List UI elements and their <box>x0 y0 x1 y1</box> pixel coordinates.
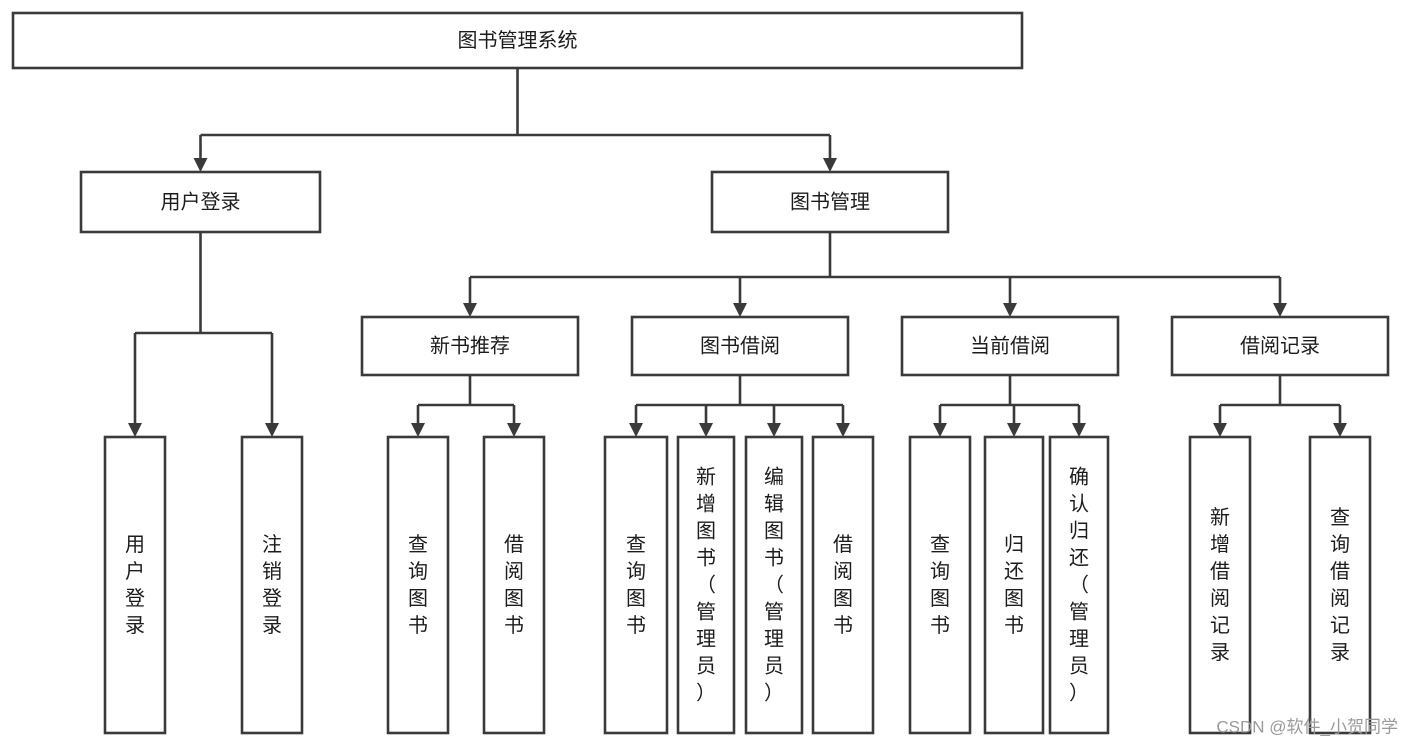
arrow-head <box>836 423 850 437</box>
node-label-book-borrow: 图书借阅 <box>700 334 780 357</box>
node-label-current-return-book: 归还图书 <box>1004 533 1024 637</box>
node-label-user-login: 用户登录 <box>161 190 241 213</box>
node-borrow-borrow-book[interactable]: 借阅图书 <box>811 435 875 735</box>
node-box-record-add <box>1188 435 1252 735</box>
node-box-current-confirm-return <box>1048 435 1110 735</box>
node-label-borrow-record: 借阅记录 <box>1240 334 1320 357</box>
node-box-current-query-book <box>908 435 972 735</box>
node-recommend-borrow-book[interactable]: 借阅图书 <box>482 435 546 735</box>
node-box-borrow-query-book <box>603 435 669 735</box>
node-book-borrow[interactable]: 图书借阅 <box>630 315 850 377</box>
node-label-borrow-add-book: 新增图书（管理员） <box>696 466 716 705</box>
node-box-recommend-query-book <box>386 435 450 735</box>
arrow-head <box>767 423 781 437</box>
node-user-login-logout[interactable]: 注销登录 <box>240 435 304 735</box>
node-label-record-add: 新增借阅记录 <box>1210 506 1230 664</box>
node-box-user-login-login <box>103 435 167 735</box>
node-new-book-recommend[interactable]: 新书推荐 <box>360 315 580 377</box>
arrow-head <box>265 423 279 437</box>
node-label-borrow-query-book: 查询图书 <box>626 533 646 637</box>
node-label-current-query-book: 查询图书 <box>930 533 950 637</box>
node-box-root <box>11 11 1024 70</box>
node-box-user-login-logout <box>240 435 304 735</box>
node-label-root: 图书管理系统 <box>458 29 578 52</box>
arrow-head <box>733 303 747 317</box>
node-label-recommend-query-book: 查询图书 <box>408 533 428 637</box>
node-label-book-manage: 图书管理 <box>790 190 870 213</box>
arrow-head <box>1333 423 1347 437</box>
node-layer: 图书管理系统用户登录图书管理用户登录注销登录新书推荐图书借阅当前借阅借阅记录查询… <box>11 11 1390 735</box>
node-current-borrow[interactable]: 当前借阅 <box>900 315 1120 377</box>
arrow-head <box>1213 423 1227 437</box>
node-user-login[interactable]: 用户登录 <box>79 170 322 234</box>
node-box-recommend-borrow-book <box>482 435 546 735</box>
node-box-book-borrow <box>630 315 850 377</box>
node-current-return-book[interactable]: 归还图书 <box>983 435 1045 735</box>
node-book-manage[interactable]: 图书管理 <box>710 170 950 234</box>
arrow-head <box>699 423 713 437</box>
node-label-borrow-borrow-book: 借阅图书 <box>833 533 853 637</box>
node-label-user-login-login: 用户登录 <box>125 534 145 637</box>
arrow-head <box>1003 303 1017 317</box>
arrow-head <box>411 423 425 437</box>
node-label-current-confirm-return: 确认归还（管理员） <box>1069 466 1089 705</box>
arrow-head <box>933 423 947 437</box>
node-box-record-query <box>1308 435 1372 735</box>
node-box-current-return-book <box>983 435 1045 735</box>
node-box-borrow-record <box>1170 315 1390 377</box>
arrow-head <box>463 303 477 317</box>
arrow-head <box>128 423 142 437</box>
node-user-login-login[interactable]: 用户登录 <box>103 435 167 735</box>
node-box-borrow-edit-book <box>744 435 804 735</box>
node-box-new-book-recommend <box>360 315 580 377</box>
node-current-query-book[interactable]: 查询图书 <box>908 435 972 735</box>
node-label-borrow-edit-book: 编辑图书（管理员） <box>764 466 784 705</box>
arrow-head <box>1273 303 1287 317</box>
watermark-label: CSDN @软件_小贺同学 <box>1216 717 1398 736</box>
node-borrow-add-book[interactable]: 新增图书（管理员） <box>676 435 736 735</box>
arrow-head <box>823 158 837 172</box>
node-recommend-query-book[interactable]: 查询图书 <box>386 435 450 735</box>
node-box-current-borrow <box>900 315 1120 377</box>
node-label-new-book-recommend: 新书推荐 <box>430 334 510 357</box>
node-current-confirm-return[interactable]: 确认归还（管理员） <box>1048 435 1110 735</box>
arrow-head <box>193 158 208 172</box>
arrow-head <box>629 423 643 437</box>
node-label-record-query: 查询借阅记录 <box>1330 506 1350 664</box>
arrow-head <box>507 423 521 437</box>
arrow-head <box>1072 423 1086 437</box>
connector-layer <box>128 68 1347 437</box>
node-label-user-login-logout: 注销登录 <box>262 533 282 637</box>
node-record-add[interactable]: 新增借阅记录 <box>1188 435 1252 735</box>
node-record-query[interactable]: 查询借阅记录 <box>1308 435 1372 735</box>
node-box-borrow-borrow-book <box>811 435 875 735</box>
node-borrow-record[interactable]: 借阅记录 <box>1170 315 1390 377</box>
node-root[interactable]: 图书管理系统 <box>11 11 1024 70</box>
node-box-borrow-add-book <box>676 435 736 735</box>
node-borrow-edit-book[interactable]: 编辑图书（管理员） <box>744 435 804 735</box>
node-label-recommend-borrow-book: 借阅图书 <box>504 533 524 637</box>
node-label-current-borrow: 当前借阅 <box>970 334 1050 357</box>
node-box-book-manage <box>710 170 950 234</box>
node-borrow-query-book[interactable]: 查询图书 <box>603 435 669 735</box>
arrow-head <box>1007 423 1021 437</box>
node-box-user-login <box>79 170 322 234</box>
